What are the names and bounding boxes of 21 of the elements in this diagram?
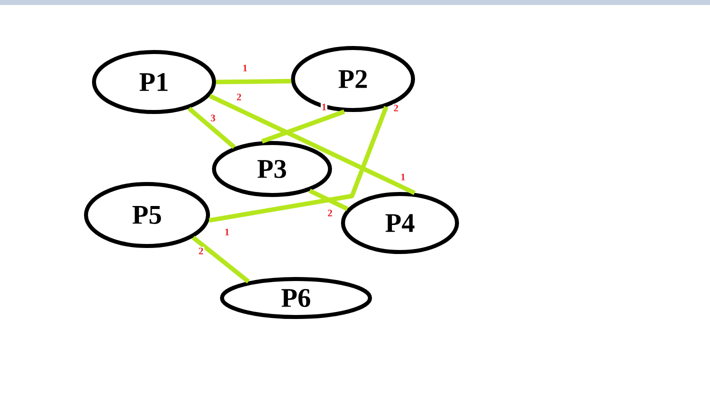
connector-line	[208, 106, 388, 223]
connector-line	[208, 94, 416, 195]
edge-number: 1	[400, 172, 406, 182]
ellipse-node: P3	[212, 141, 332, 197]
connector-line	[261, 110, 346, 144]
edge-number: 2	[236, 92, 242, 102]
edge-number: 2	[198, 246, 204, 256]
connector-line	[216, 78, 292, 84]
connector-line	[188, 106, 236, 149]
connector-line	[192, 236, 250, 284]
edge-number: 2	[392, 104, 400, 112]
edge-number: 1	[224, 228, 230, 236]
edge-number: 2	[326, 208, 334, 218]
ellipse-node: P5	[84, 182, 210, 248]
ellipse-node: P1	[92, 50, 216, 114]
ellipse-node: P6	[220, 277, 372, 319]
edge-number: 1	[242, 64, 248, 72]
ellipse-node: P4	[341, 192, 459, 254]
edge-number: 1	[320, 102, 328, 112]
edge-number: 3	[210, 114, 216, 122]
connector-line	[308, 188, 348, 211]
